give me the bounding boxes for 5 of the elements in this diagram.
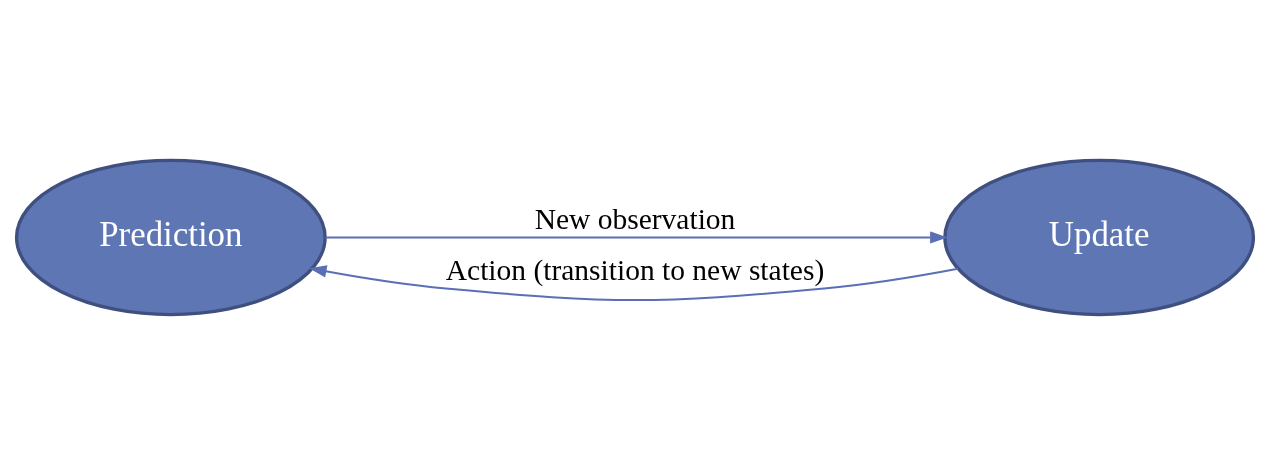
arrow (325, 230, 948, 244)
edge-label: New observation (534, 202, 736, 235)
edge-label: Action (transition to new states) (445, 253, 825, 286)
node-ellipse: Update (943, 158, 1256, 316)
arrow (309, 264, 959, 301)
